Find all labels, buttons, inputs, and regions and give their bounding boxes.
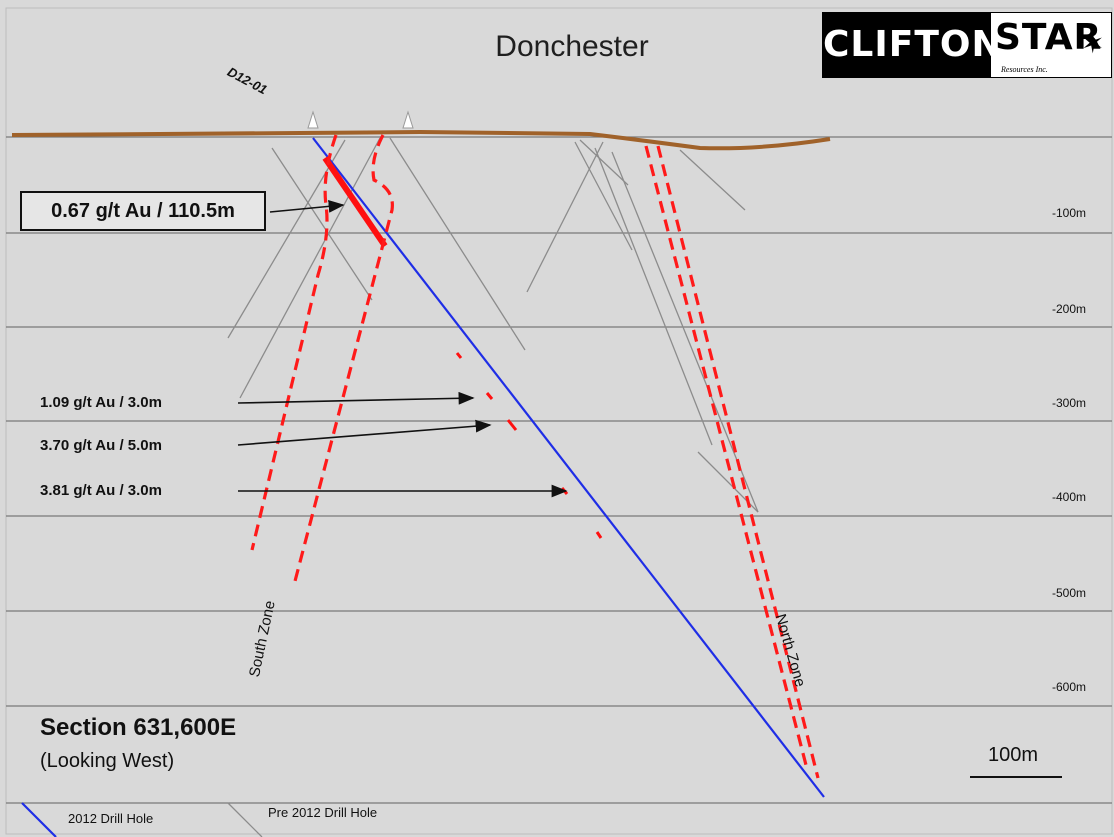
pre-2012-hole: [239, 137, 381, 399]
drill-collar-icon: [307, 110, 319, 129]
section-subtitle: (Looking West): [40, 750, 175, 772]
star-icon: ✶: [1081, 28, 1105, 59]
assay-label: 1.09 g/t Au / 3.0m: [40, 394, 162, 411]
arrow-1-09: [237, 391, 475, 405]
pre-2012-hole: [679, 149, 746, 211]
legend-2012-symbol: [21, 802, 57, 837]
arrow-3-70: [237, 419, 492, 446]
logo-clifton-word: CLIFTON: [823, 13, 1002, 77]
callout-arrows: [237, 200, 568, 498]
intercept-ticks: [455, 352, 603, 539]
logo-star-word: STAR: [995, 17, 1103, 58]
drill-hole-2012: [312, 137, 825, 798]
main-intercept-callout: 0.67 g/t Au / 110.5m: [20, 191, 266, 231]
depth-gridlines: [6, 136, 1112, 804]
pre-2012-hole: [271, 147, 373, 301]
depth-label: -400m: [1052, 490, 1087, 504]
diagram-title: Donchester: [495, 30, 649, 63]
section-title: Section 631,600E: [40, 714, 237, 741]
depth-label: -600m: [1052, 680, 1087, 694]
pre-2012-hole: [574, 141, 633, 251]
depth-label: -300m: [1052, 396, 1087, 410]
legend-pre-2012-label: Pre 2012 Drill Hole: [268, 805, 378, 820]
intercept-0-67-segment: [322, 156, 388, 248]
pre-2012-hole: [579, 139, 629, 186]
assay-label: 3.81 g/t Au / 3.0m: [40, 482, 162, 499]
pre-2012-hole: [526, 141, 604, 293]
legend-pre-2012-symbol: [227, 802, 263, 837]
scale-bar-label: 100m: [988, 744, 1039, 766]
south-zone-boundary: [250, 134, 338, 551]
logo-tagline: Resources Inc.: [1001, 65, 1048, 74]
depth-label: -500m: [1052, 586, 1087, 600]
intercept-tick: [595, 531, 603, 539]
north-zone-boundary: [656, 145, 820, 779]
collar-markers: [307, 110, 414, 129]
pre-2012-hole: [389, 137, 526, 351]
intercept-tick: [485, 392, 494, 400]
arrow-0-67: [269, 200, 345, 213]
topography-line: [11, 129, 831, 151]
legend-2012-label: 2012 Drill Hole: [68, 811, 154, 826]
depth-label: -100m: [1052, 206, 1087, 220]
south-zone-lines: [250, 134, 394, 586]
depth-label: -200m: [1052, 302, 1087, 316]
assay-label: 3.70 g/t Au / 5.0m: [40, 437, 162, 454]
north-zone-boundary: [644, 145, 808, 766]
pre-2012-drill-holes: [227, 137, 759, 513]
company-logo: CLIFTON STAR ✶ Resources Inc.: [822, 12, 1112, 78]
pre-2012-hole: [611, 151, 759, 513]
north-zone-lines: [644, 145, 820, 779]
intercept-tick: [455, 352, 463, 359]
south-zone-boundary: [292, 134, 394, 586]
drill-collar-icon: [402, 110, 414, 129]
pre-2012-hole: [594, 147, 713, 446]
intercept-tick: [506, 419, 518, 431]
